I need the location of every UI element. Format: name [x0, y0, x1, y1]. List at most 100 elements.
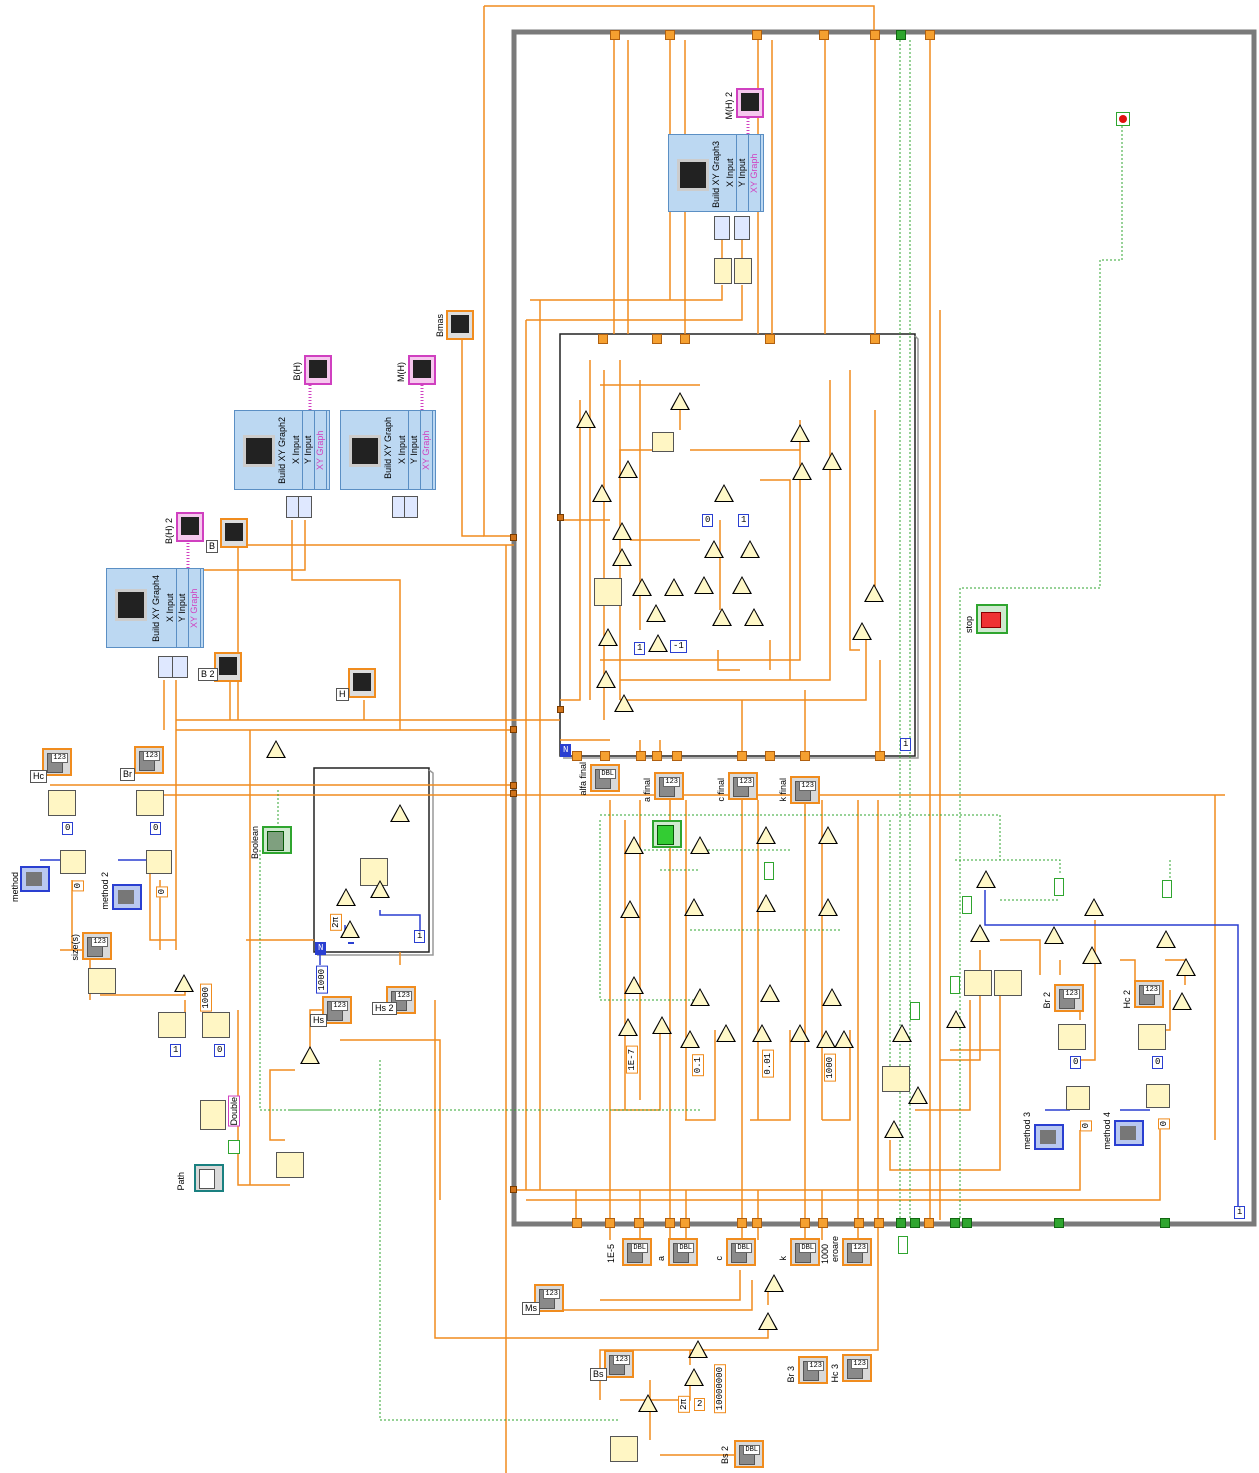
- multiply-node[interactable]: [614, 694, 634, 712]
- subtract-node[interactable]: [822, 452, 842, 470]
- read-file-node[interactable]: [200, 1100, 226, 1130]
- const-1e-5[interactable]: 1E-5: [606, 1244, 616, 1264]
- tunnel[interactable]: [874, 1218, 884, 1228]
- add-node[interactable]: [652, 1016, 672, 1034]
- tunnel[interactable]: [680, 334, 690, 344]
- const-2[interactable]: 2: [694, 1398, 706, 1411]
- shift-register[interactable]: [765, 751, 775, 761]
- y-input-port[interactable]: Y Input: [409, 411, 421, 489]
- br-control[interactable]: 123: [134, 746, 164, 774]
- bool-shift-register[interactable]: [950, 1218, 960, 1228]
- divide-node[interactable]: [174, 974, 194, 992]
- const-1000[interactable]: 1000: [316, 966, 328, 994]
- bool-shift-register[interactable]: [896, 30, 906, 40]
- select-node[interactable]: [620, 900, 640, 918]
- select-node[interactable]: [714, 484, 734, 502]
- bs2-control[interactable]: DBL: [734, 1440, 764, 1468]
- build-array-node[interactable]: [994, 970, 1022, 996]
- const-0[interactable]: 0: [214, 1044, 226, 1057]
- tunnel[interactable]: [870, 334, 880, 344]
- subtract-node[interactable]: [618, 1018, 638, 1036]
- bundle-y[interactable]: [172, 656, 188, 678]
- x-input-port[interactable]: X Input: [165, 569, 177, 647]
- subtract-node[interactable]: [716, 1024, 736, 1042]
- divide-node[interactable]: [336, 888, 356, 906]
- compare-node[interactable]: [704, 540, 724, 558]
- negate-node[interactable]: [732, 576, 752, 594]
- bool-const[interactable]: [1054, 878, 1064, 896]
- subtract-node[interactable]: [1082, 946, 1102, 964]
- tunnel[interactable]: [854, 1218, 864, 1228]
- bool-shift-register[interactable]: [1054, 1218, 1064, 1228]
- tunnel[interactable]: [572, 1218, 582, 1228]
- index-array-node[interactable]: [48, 790, 76, 816]
- build-xy-graph3[interactable]: Build XY Graph3 X Input Y Input XY Graph: [668, 134, 764, 212]
- hc2-control[interactable]: 123: [1134, 980, 1164, 1008]
- subtract-node[interactable]: [884, 1120, 904, 1138]
- add-node[interactable]: [576, 410, 596, 428]
- const-0[interactable]: 0: [1080, 1120, 1092, 1132]
- build-array-node[interactable]: [276, 1152, 304, 1178]
- bundle-y[interactable]: [298, 496, 312, 518]
- bundle-x[interactable]: [714, 216, 730, 240]
- bool-shift-register[interactable]: [910, 1218, 920, 1228]
- const-1000[interactable]: 1000: [824, 1054, 836, 1082]
- tunnel[interactable]: [636, 751, 646, 761]
- bool-const[interactable]: [950, 976, 960, 994]
- tunnel[interactable]: [680, 1218, 690, 1228]
- graph-bh[interactable]: [304, 355, 332, 385]
- bool-shift-register[interactable]: [1160, 1218, 1170, 1228]
- select-node[interactable]: [818, 898, 838, 916]
- array-subset-node[interactable]: [202, 1012, 230, 1038]
- build-array-node[interactable]: [964, 970, 992, 996]
- multiply-node[interactable]: [664, 578, 684, 596]
- or-node[interactable]: [1176, 958, 1196, 976]
- interp-node[interactable]: [60, 850, 86, 874]
- select-node[interactable]: [756, 826, 776, 844]
- method2-ring[interactable]: [112, 884, 142, 910]
- shift-register[interactable]: [819, 30, 829, 40]
- subtract-node[interactable]: [1172, 992, 1192, 1010]
- subtract-node[interactable]: [752, 1024, 772, 1042]
- select-node[interactable]: [638, 1394, 658, 1412]
- graph-mh[interactable]: [408, 355, 436, 385]
- y-input-port[interactable]: Y Input: [737, 135, 749, 211]
- or-node[interactable]: [1084, 898, 1104, 916]
- method-ring[interactable]: [20, 866, 50, 892]
- graph-mh2[interactable]: [736, 88, 764, 118]
- shift-register[interactable]: [665, 30, 675, 40]
- shift-register[interactable]: [765, 334, 775, 344]
- array-size-node[interactable]: [88, 968, 116, 994]
- interp-node[interactable]: [146, 850, 172, 874]
- shift-register[interactable]: [652, 334, 662, 344]
- graph-bh2[interactable]: [176, 512, 204, 542]
- index-array-node[interactable]: [734, 258, 752, 284]
- select-node[interactable]: [976, 870, 996, 888]
- subtract-node[interactable]: [592, 484, 612, 502]
- bool-const[interactable]: [764, 862, 774, 880]
- interp-node[interactable]: [1066, 1086, 1090, 1110]
- xy-graph-port[interactable]: XY Graph: [315, 411, 327, 489]
- shift-register[interactable]: [652, 751, 662, 761]
- bool-const[interactable]: [228, 1140, 240, 1154]
- index-array-node[interactable]: [1058, 1024, 1086, 1050]
- add-node[interactable]: [852, 622, 872, 640]
- add-node[interactable]: [598, 628, 618, 646]
- bool-const[interactable]: [910, 1002, 920, 1020]
- select-node[interactable]: [646, 604, 666, 622]
- hc-control[interactable]: 123: [42, 748, 72, 776]
- bool-shift-register[interactable]: [896, 1218, 906, 1228]
- select-node[interactable]: [684, 898, 704, 916]
- multiply-node[interactable]: [864, 584, 884, 602]
- select-node[interactable]: [266, 740, 286, 758]
- const-0.01[interactable]: 0.01: [762, 1050, 774, 1078]
- tunnel[interactable]: [672, 751, 682, 761]
- index-array-node[interactable]: [1138, 1024, 1166, 1050]
- const-0[interactable]: 0: [156, 886, 168, 898]
- const-1[interactable]: 1: [170, 1044, 182, 1057]
- select-node[interactable]: [690, 836, 710, 854]
- index-array-node[interactable]: [714, 258, 732, 284]
- bundle-y[interactable]: [404, 496, 418, 518]
- tunnel[interactable]: [875, 751, 885, 761]
- select-node[interactable]: [624, 836, 644, 854]
